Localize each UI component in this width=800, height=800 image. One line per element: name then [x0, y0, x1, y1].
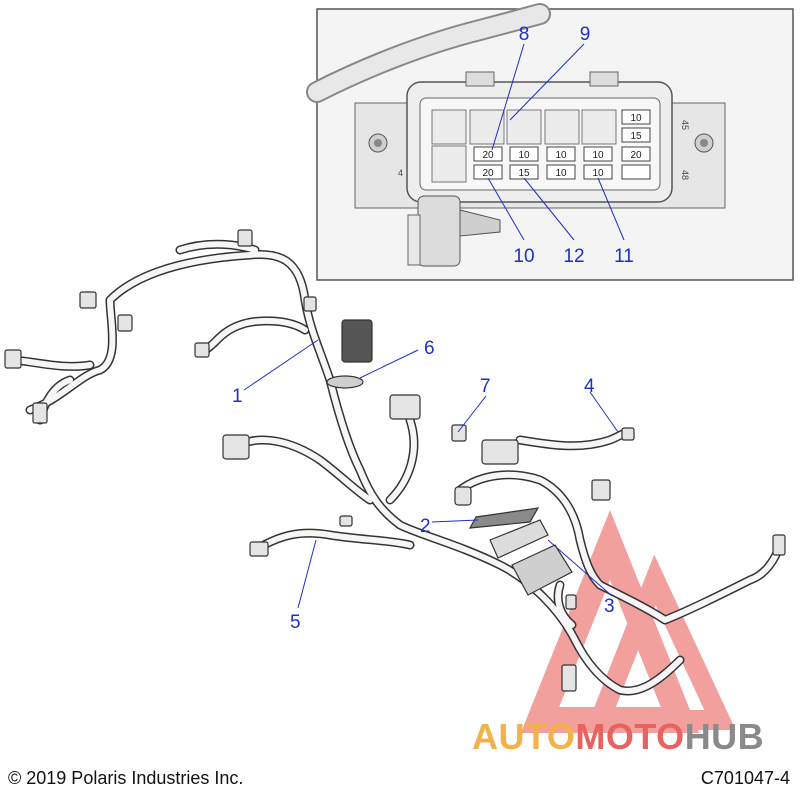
callout-5: 5 — [290, 612, 301, 633]
callout-1: 1 — [232, 386, 243, 407]
inset-callout-9: 9 — [580, 24, 591, 45]
fuse-rating: 10 — [555, 168, 567, 179]
fuse-rating: 10 — [592, 150, 604, 161]
part-number: C701047-4 — [700, 768, 790, 788]
fuse-rating: 10 — [555, 150, 567, 161]
inset-callout-12: 12 — [563, 246, 584, 267]
inset-callout-8: 8 — [519, 24, 530, 45]
fuse-rating: 20 — [482, 150, 494, 161]
copyright-text: © 2019 Polaris Industries Inc. — [8, 768, 244, 788]
inset-callout-10: 10 — [513, 246, 534, 267]
wiring-harness — [5, 239, 785, 696]
fuse-rating: 15 — [518, 168, 530, 179]
fuse-rating: 10 — [630, 113, 642, 124]
pin-label: 48 — [680, 170, 690, 180]
callout-leaders — [243, 339, 619, 609]
callout-2: 2 — [420, 516, 431, 537]
pin-label: 4 — [398, 168, 403, 178]
pin-label: 45 — [680, 120, 690, 130]
callout-7: 7 — [480, 376, 491, 397]
watermark-text: AUTOMOTOHUB — [472, 716, 764, 758]
watermark-auto: AUTO — [472, 716, 576, 757]
fuse-rating: 10 — [592, 168, 604, 179]
fuse-rating: 15 — [630, 131, 642, 142]
harness-connectors — [4, 229, 786, 692]
fuse-rating: 20 — [482, 168, 494, 179]
fuse-box-inset: 20 10 10 10 20 15 10 10 10 15 20 4 45 48… — [306, 3, 794, 281]
watermark-hub: HUB — [684, 716, 765, 757]
inset-callout-11: 11 — [614, 246, 634, 267]
callout-3: 3 — [604, 596, 615, 617]
fuse-rating: 20 — [630, 150, 642, 161]
fuse-rating: 10 — [518, 150, 530, 161]
callout-4: 4 — [584, 376, 595, 397]
watermark-moto: MOTO — [575, 716, 685, 757]
callout-6: 6 — [424, 338, 435, 359]
